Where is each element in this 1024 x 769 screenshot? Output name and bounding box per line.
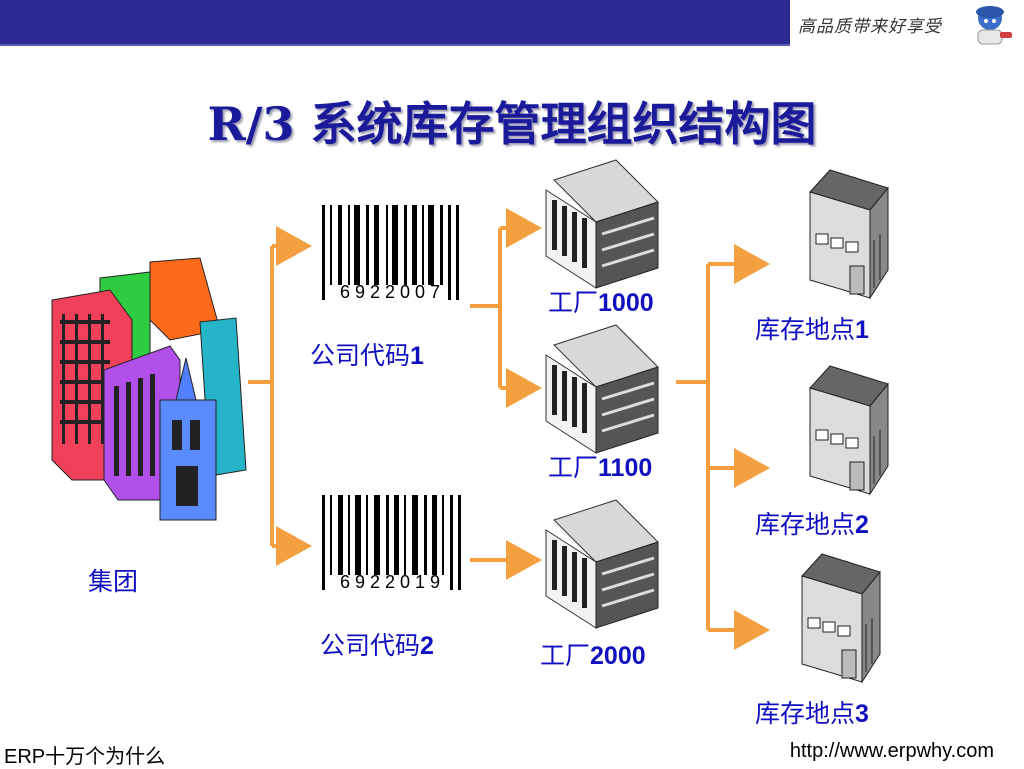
group-label: 集团 <box>88 567 139 596</box>
storage-icon-2 <box>809 365 889 495</box>
footer-brand: ERP十万个为什么 <box>4 746 166 768</box>
mascot-icon <box>976 6 1012 45</box>
storage-location-2-label: 库存地点2 <box>755 510 869 539</box>
storage-location-1-label: 库存地点1 <box>755 315 869 344</box>
connector-lines <box>248 208 770 650</box>
slogan-text: 高品质带来好享受 <box>798 17 942 37</box>
storage-icon-1 <box>809 169 889 299</box>
barcode-icon-2 <box>322 495 461 590</box>
storage-location-3-label: 库存地点3 <box>755 699 869 728</box>
footer-url[interactable]: http://www.erpwhy.com <box>789 740 994 762</box>
page-title: R/3 系统库存管理组织结构图 <box>207 97 817 151</box>
plant-2000-label: 工厂2000 <box>540 641 646 670</box>
header-logo: 高品质带来好享受 <box>792 0 1024 48</box>
plant-icon-2000 <box>544 498 660 630</box>
barcode-digits-2: 6 9 2 2 0 1 9 <box>340 572 440 592</box>
plant-icon-1100 <box>544 323 660 455</box>
storage-icon-3 <box>801 553 881 683</box>
company-code-2-label: 公司代码2 <box>320 631 434 660</box>
plant-1100-label: 工厂1100 <box>548 453 653 482</box>
plant-1000-label: 工厂1000 <box>548 288 654 317</box>
plant-icon-1000 <box>544 158 660 290</box>
header-bar <box>0 0 790 46</box>
company-code-1-label: 公司代码1 <box>310 341 424 370</box>
barcode-icon-1 <box>322 205 459 300</box>
barcode-digits-1: 6 9 2 2 0 0 7 <box>340 282 440 302</box>
group-building-icon <box>51 257 247 521</box>
